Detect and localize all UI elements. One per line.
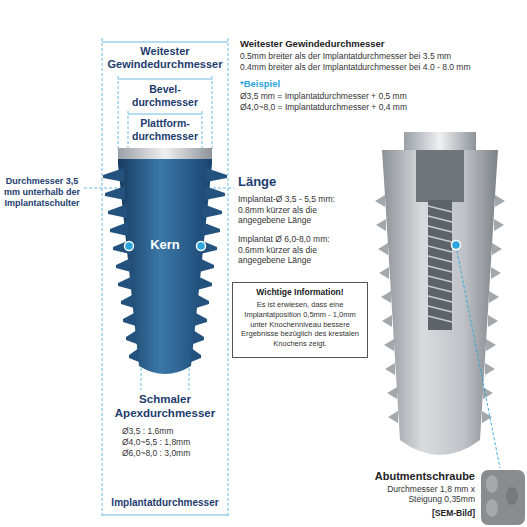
- core-marker: [197, 242, 206, 251]
- dimension-line: [128, 114, 202, 115]
- spec-text: 0.6mm kürzer als die angegebene Länge: [238, 245, 350, 265]
- dimension-heading: Weitester Gewindedurchmesser: [104, 45, 226, 71]
- spec-text: 0.8mm kürzer als die angegebene Länge: [238, 205, 350, 225]
- section-heading: Länge: [238, 174, 338, 190]
- dimension-heading: Schmaler Apexdurchmesser: [104, 393, 226, 421]
- guide-line: [84, 188, 117, 189]
- sem-texture: [506, 487, 518, 505]
- part-label: Abutmentschraube: [335, 470, 475, 483]
- spec-text: Implantat-Ø 3,5 - 5,5 mm:: [238, 194, 398, 204]
- abutment-top: [404, 132, 476, 152]
- inner-cavity: [416, 150, 464, 202]
- implant-body: [118, 156, 212, 374]
- guide-line: [202, 111, 203, 150]
- guide-line: [213, 188, 234, 189]
- spec-text: 0.5mm breiter als der Implantatdurchmess…: [240, 51, 525, 61]
- guide-line: [102, 38, 103, 518]
- implant-threads: [375, 195, 505, 423]
- guide-line: [228, 38, 229, 518]
- dimension-line: [102, 42, 228, 43]
- dimension-lines: [84, 38, 234, 518]
- spec-text: Durchmesser 1,8 mm x Steigung 0,35mm: [380, 484, 475, 504]
- dimension-heading: Plattform- durchmesser: [131, 117, 199, 142]
- sem-image: [481, 470, 525, 525]
- guide-line: [189, 368, 190, 390]
- sem-texture: [486, 475, 498, 493]
- abutment-implant-figure: [375, 132, 505, 468]
- guide-line: [118, 76, 119, 150]
- implant-body: [382, 150, 498, 455]
- implant-collar: [118, 148, 212, 159]
- spec-text: Implantat Ø 6,0-8,0 mm:: [238, 234, 398, 244]
- sem-texture: [486, 499, 498, 517]
- sem-photo: [481, 470, 525, 525]
- spec-text: 0.4mm breiter als der Implantatdurchmess…: [240, 62, 525, 72]
- guide-line: [212, 76, 213, 150]
- section-heading: Weitester Gewindedurchmesser: [240, 38, 522, 49]
- box-heading: Wichtige Information!: [238, 287, 362, 297]
- dimension-line: [102, 515, 228, 516]
- implant-figure: [103, 148, 227, 374]
- dimension-note: Durchmesser 3,5 mm unterhalb der Implant…: [2, 176, 82, 208]
- dimension-heading: Implantatdurchmesser: [104, 497, 226, 509]
- leader-line: [456, 246, 500, 468]
- guide-line: [128, 111, 129, 150]
- part-label: Kern: [140, 237, 190, 253]
- box-text: Es ist erwiesen, dass eine Implantatposi…: [238, 300, 362, 349]
- info-box: Wichtige Information! Es ist erwiesen, da…: [232, 282, 368, 358]
- spec-text: Ø4,0~5,5 : 1,8mm: [122, 437, 222, 447]
- screw-threads: [428, 206, 452, 322]
- screw-marker: [452, 241, 461, 250]
- dimension-line: [118, 79, 212, 80]
- example-text: Ø4,0~8,0 = Implantatdurchmesser + 0,4 mm: [240, 102, 525, 112]
- image-caption: [SEM-Bild]: [380, 508, 475, 518]
- spec-text: Ø6,0~8,0 : 3,0mm: [122, 448, 222, 458]
- guide-line: [141, 368, 142, 390]
- example-heading: *Beispiel: [240, 78, 360, 89]
- dimension-heading: Bevel- durchmesser: [122, 83, 208, 108]
- spec-text: Ø3,5 : 1,6mm: [122, 426, 222, 436]
- example-text: Ø3,5 mm = Implantatdurchmesser + 0,5 mm: [240, 91, 525, 101]
- implant-threads: [103, 168, 227, 362]
- screw-channel: [428, 200, 452, 330]
- core-marker: [125, 242, 134, 251]
